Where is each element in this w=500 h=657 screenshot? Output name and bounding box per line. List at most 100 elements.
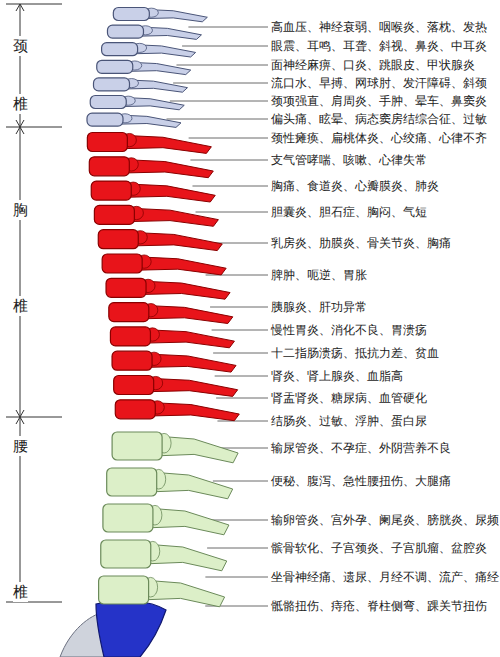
vertebra [90,96,184,110]
vertebra [109,303,233,324]
vertebra [91,181,215,202]
leader-line [182,46,268,47]
vertebral-body [115,400,155,419]
leader-line [212,330,268,331]
vertebral-body [98,230,138,249]
vertebra [114,376,238,397]
vertebra [87,113,181,127]
leader-line [167,119,268,120]
symptom-label: 坐骨神经痛、遗尿、月经不调、流产、痛经 [271,570,499,584]
symptom-label: 眼震、耳鸣、耳聋、斜视、鼻炎、中耳炎 [271,39,487,53]
leader-line [190,160,268,161]
vertebra [101,540,227,571]
leader-line [209,520,268,521]
spinous-process [145,305,233,323]
leader-line [205,577,268,578]
spinous-process [151,403,239,421]
symptom-label: 十二指肠溃疡、抵抗力差、贫血 [271,346,439,360]
leader-line [217,421,268,422]
spinous-process [125,160,213,178]
vertebra [102,254,226,275]
vertebra [107,25,201,39]
vertebrae [87,8,239,607]
leader-line [213,353,268,354]
vertebra [93,78,187,92]
leader-line [173,83,268,84]
leader-line [188,27,268,28]
vertebra [112,351,236,372]
leader-line [196,212,268,213]
symptom-label: 髌骨软化、子宫颈炎、子宫肌瘤、盆腔炎 [271,541,487,555]
symptom-label: 胆囊炎、胆石症、胸闷、气短 [271,205,427,219]
symptom-label: 胰腺炎、肝功异常 [271,300,367,314]
leader-line [210,307,268,308]
vertebra [87,133,211,154]
symptom-label: 骶骼扭伤、痔疮、脊柱侧弯、踝关节扭伤 [271,599,487,613]
vertebra [97,60,191,74]
vertebra [89,157,213,178]
vertebra [98,230,222,251]
vertebral-body [114,376,154,395]
vertebral-body [90,96,126,109]
vertebral-body [93,78,129,91]
vertebral-body [87,113,123,126]
symptom-label: 便秘、腹泻、急性腰扭伤、大腿痛 [271,474,451,488]
bracket-arrow [16,120,24,127]
symptom-label: 肾炎、肾上腺炎、血脂高 [271,369,403,383]
vertebra [94,205,218,226]
vertebral-body [99,576,149,604]
symptom-label: 输卵管炎、宫外孕、阑尾炎、膀胱炎、尿频 [271,513,499,527]
vertebra [103,504,229,535]
leader-line [216,398,268,399]
spinous-process [127,184,215,202]
leader-line [207,548,268,549]
vertebral-body [110,327,150,346]
vertebra [99,576,225,607]
region-label: 椎 [13,296,28,316]
spinous-process [130,208,218,226]
vertebral-body [101,540,151,568]
symptom-label: 输尿管炎、不孕症、外阴营养不良 [271,441,451,455]
vertebral-body [94,205,134,224]
region-label: 颈 [13,36,28,56]
symptom-label: 支气管哮喘、咳嗽、心律失常 [271,153,427,167]
symptom-label: 面神经麻痹、口炎、跳眼皮、甲状腺炎 [271,58,475,72]
symptom-label: 偏头痛、眩晕、病态窦房结综合征、过敏 [271,112,487,126]
symptom-label: 肾盂肾炎、糖尿病、血管硬化 [271,391,427,405]
vertebral-body [107,468,157,496]
spinous-process [146,330,234,348]
vertebral-body [89,157,129,176]
region-label: 椎 [13,94,28,114]
symptom-label: 胸痛、食道炎、心瓣膜炎、肺炎 [271,179,439,193]
spinous-process [148,354,236,372]
vertebra [110,327,234,348]
bracket-tick [6,4,62,5]
vertebral-body [87,133,127,152]
vertebral-body [102,254,142,273]
symptom-label: 颈性瘫痪、扁桃体炎、心绞痛、心律不齐 [271,131,487,145]
leader-line [192,186,268,187]
leader-line [215,376,268,377]
bracket-arrow [16,410,24,417]
symptom-label: 高血压、神经衰弱、咽喉炎、落枕、发热 [271,20,487,34]
vertebra [106,278,230,299]
bracket-tick [6,127,62,128]
vertebra [107,468,233,499]
bracket-tick [6,417,62,418]
leader-line [170,101,268,102]
vertebral-body [112,351,152,370]
symptom-label: 流口水、早搏、网球肘、发汗障碍、斜颈 [271,76,487,90]
vertebral-body [91,181,131,200]
bracket-arrow [16,417,24,424]
spinous-process [134,233,222,251]
vertebral-body [113,8,149,21]
symptom-label: 颈项强直、肩周炎、手肿、晕车、鼻窦炎 [271,94,487,108]
region-label: 胸 [13,200,28,220]
vertebral-body [97,60,133,73]
bracket-arrow [16,4,24,11]
vertebral-body [107,25,143,38]
vertebral-body [103,504,153,532]
bracket-arrow [16,127,24,134]
symptom-label: 慢性胃炎、消化不良、胃溃疡 [271,323,427,337]
